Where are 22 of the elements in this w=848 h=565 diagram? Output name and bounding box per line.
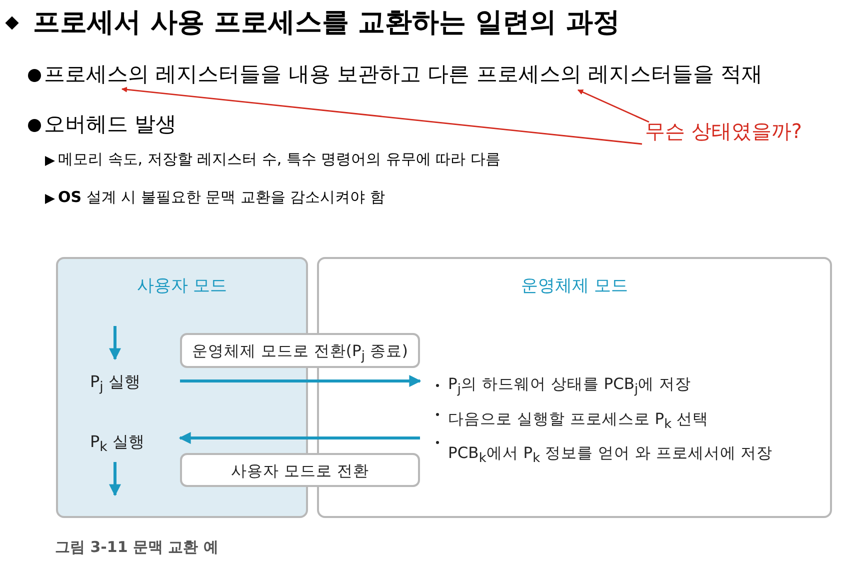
panel-title: 운영체제 모드 [520,275,630,297]
leader-arrow [121,86,642,145]
flow-arrow [109,462,121,496]
bullet-text: OS 설계 시 불필요한 문맥 교환을 감소시켜야 함 [58,188,385,207]
bullet-text: 프로세스의 레지스터들을 내용 보관하고 다른 프로세스의 레지스터들을 적재 [44,60,834,87]
edge-label: 사용자 모드로 전환 [180,453,420,487]
callout-text: 무슨 상태였을까? [645,118,835,152]
bullet-text: 오버헤드 발생 [44,111,177,138]
step-text: P$_{k}$ 실행 [82,422,180,462]
bullet-text: 메모리 속도, 저장할 레지스터 수, 특수 명령어의 유무에 따라 다름 [58,150,500,169]
step-text: P$_{j}$ 실행 [82,362,180,404]
slide-title: 프로세서 사용 프로세스를 교환하는 일련의 과정 [33,6,620,40]
panel-title: 사용자 모드 [136,275,228,297]
leader-arrow [578,89,650,123]
list-item: PCB$_{k}$에서 P$_{k}$ 정보를 얻어 와 프로세서에 저장 [448,443,774,468]
figure-caption: 그림 3-11 문맥 교환 예 [55,538,218,557]
arrow [180,375,422,387]
arrow [178,432,420,444]
edge-label: 운영체제 모드로 전환(P$_{j}$ 종료) [180,333,420,368]
flow-arrow [109,326,121,360]
list-item: 다음으로 실행할 프로세스로 P$_{k}$ 선택 [448,408,710,434]
list-item: P$_{j}$의 하드웨어 상태를 PCB$_{j}$에 저장 [448,374,692,400]
